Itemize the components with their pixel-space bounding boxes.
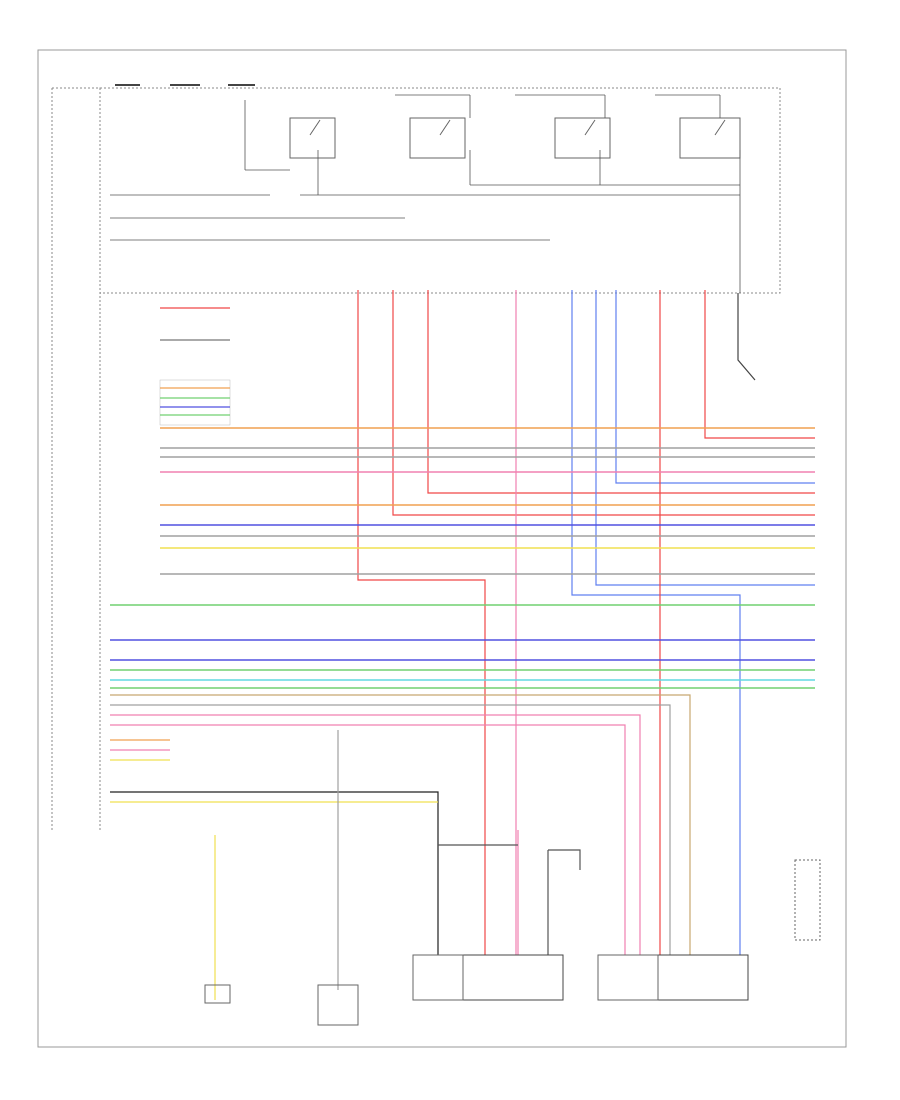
vertical-wires <box>357 290 815 955</box>
relay-3 <box>554 117 611 159</box>
switch-center <box>317 984 359 1026</box>
left-front-door-module <box>597 954 749 1001</box>
sensor-left <box>204 835 231 1004</box>
relay-1 <box>289 117 336 159</box>
horizontal-wires <box>110 427 815 689</box>
diagram-frame <box>37 49 847 1048</box>
ground-right <box>794 859 821 941</box>
left-side-connector-labels <box>159 307 231 426</box>
relay-4 <box>679 117 741 159</box>
lower-wires <box>110 694 691 990</box>
relay-block <box>99 87 781 294</box>
right-front-door-module <box>412 954 564 1001</box>
relay-internal-lines <box>110 94 741 293</box>
relay-2 <box>409 117 466 159</box>
